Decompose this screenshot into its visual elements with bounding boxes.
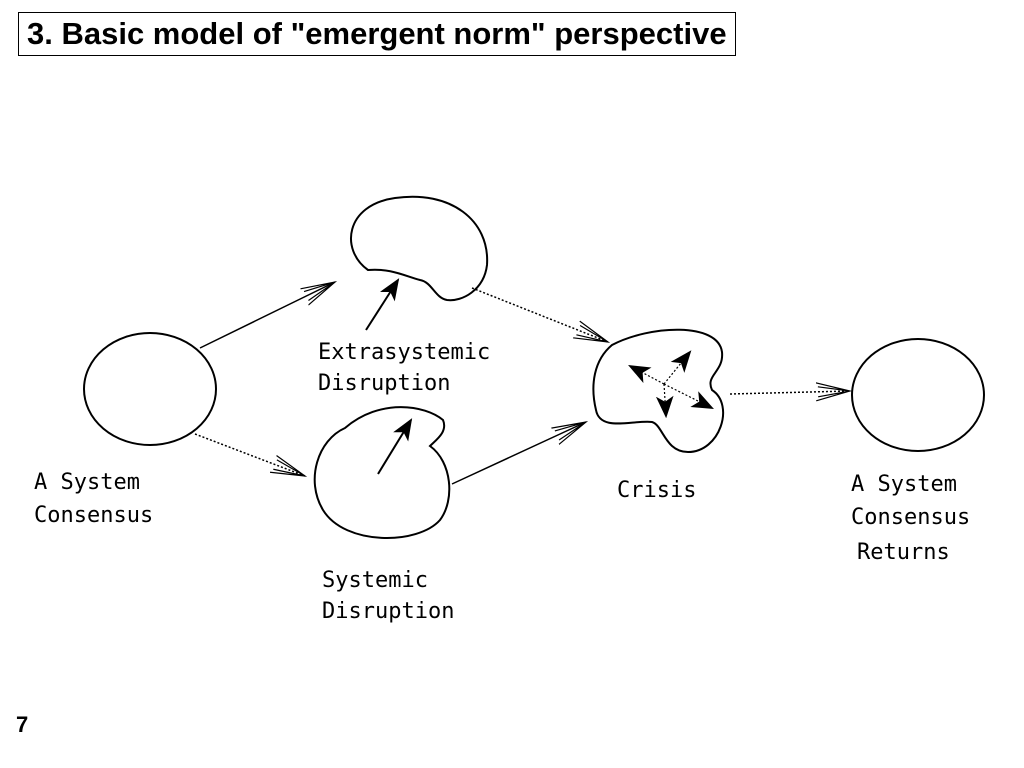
systemic-disruption-node bbox=[313, 406, 451, 539]
page-number: 7 bbox=[16, 712, 29, 737]
consensus-returns-node bbox=[851, 338, 985, 452]
consensus-returns-label: A System Consensus Returns bbox=[851, 472, 983, 565]
arrow-crisis-to-consensus-returns bbox=[729, 391, 850, 394]
extrasystemic-label: Extrasystemic Disruption bbox=[318, 340, 503, 396]
consensus-node bbox=[83, 332, 217, 446]
systemic-label: Systemic Disruption bbox=[322, 568, 454, 624]
slide-title: 3. Basic model of "emergent norm" perspe… bbox=[18, 12, 736, 56]
arrow-consensus-to-systemic bbox=[194, 433, 305, 476]
arrow-consensus-to-extrasystemic bbox=[199, 282, 335, 349]
crisis-turbulence-arrows bbox=[628, 350, 714, 419]
systemic-inner-arrow bbox=[377, 418, 413, 475]
extrasystemic-disruption-node bbox=[350, 195, 489, 302]
consensus-label: A System Consensus bbox=[34, 470, 153, 528]
arrow-systemic-to-crisis bbox=[451, 422, 586, 485]
arrow-extrasystemic-to-crisis bbox=[471, 287, 608, 342]
crisis-node bbox=[592, 328, 725, 454]
crisis-label: Crisis bbox=[617, 478, 696, 503]
extrasystemic-inner-arrow bbox=[365, 278, 400, 331]
